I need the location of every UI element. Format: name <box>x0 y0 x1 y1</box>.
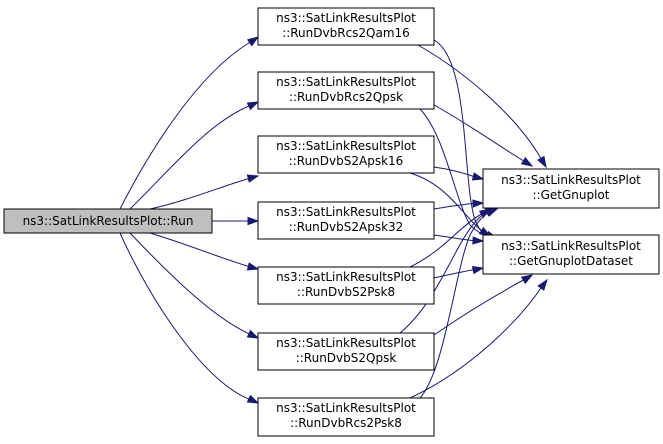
node-getgnuplotdataset-label-0: ns3::SatLinkResultsPlot <box>501 239 641 253</box>
edge-line <box>433 268 479 279</box>
node-getgnuplot-label-1: ::GetGnuplot <box>533 188 610 202</box>
edge-arrowhead <box>246 262 260 271</box>
edge-line <box>149 232 255 269</box>
node-run-label-0: ns3::SatLinkResultsPlot::Run <box>23 214 194 228</box>
edge-arrowhead <box>246 174 260 183</box>
node-rundvbs2psk8-label-0: ns3::SatLinkResultsPlot <box>276 270 416 284</box>
node-rundvbs2apsk32-label-1: ::RunDvbS2Apsk32 <box>289 220 404 234</box>
edge-line <box>409 284 544 399</box>
node-getgnuplot-label-0: ns3::SatLinkResultsPlot <box>501 173 641 187</box>
edge-arrowhead <box>537 278 548 291</box>
edge-arrowhead <box>246 394 260 404</box>
node-rundvbrcs2psk8[interactable]: ns3::SatLinkResultsPlot ::RunDvbRcs2Psk8 <box>257 397 435 437</box>
edge-line <box>119 39 255 210</box>
node-rundvbrcs2qam16-label-0: ns3::SatLinkResultsPlot <box>276 11 416 25</box>
node-run[interactable]: ns3::SatLinkResultsPlot::Run <box>3 208 213 234</box>
edge-arrowhead <box>471 172 485 181</box>
node-rundvbs2qpsk-label-0: ns3::SatLinkResultsPlot <box>276 336 416 350</box>
node-rundvbs2qpsk[interactable]: ns3::SatLinkResultsPlot ::RunDvbS2Qpsk <box>257 332 435 371</box>
edge-arrowhead <box>472 236 485 245</box>
node-rundvbs2qpsk-label-1: ::RunDvbS2Qpsk <box>296 351 397 365</box>
node-rundvbrcs2psk8-label-1: ::RunDvbRcs2Psk8 <box>290 416 402 430</box>
edge-run-to-rcs2qpsk <box>129 101 260 210</box>
node-getgnuplotdataset-label-1: ::GetGnuplotDataset <box>509 254 633 268</box>
edge-rcs2qpsk-to-getgnuplot <box>433 104 534 167</box>
node-rundvbs2apsk16-label-0: ns3::SatLinkResultsPlot <box>276 139 416 153</box>
edge-run-to-s2apsk32 <box>212 216 260 226</box>
edge-line <box>409 172 486 234</box>
edge-line <box>433 166 479 179</box>
edge-s2apsk32-to-getgnuplot <box>433 199 485 210</box>
edge-line <box>409 211 486 268</box>
edge-line <box>149 176 255 210</box>
edge-line <box>417 44 544 163</box>
edge-arrowhead <box>246 36 260 47</box>
node-getgnuplot[interactable]: ns3::SatLinkResultsPlot ::GetGnuplot <box>482 168 660 209</box>
edge-line <box>129 103 255 210</box>
node-rundvbs2psk8-label-1: ::RunDvbS2Psk8 <box>297 285 395 299</box>
edge-arrowhead <box>520 274 534 285</box>
node-rundvbrcs2qpsk-label-0: ns3::SatLinkResultsPlot <box>276 75 416 89</box>
edge-arrowhead <box>520 156 534 167</box>
edge-run-to-s2apsk16 <box>149 174 260 210</box>
edge-run-to-rcs2qam16 <box>119 36 260 210</box>
node-rundvbs2psk8[interactable]: ns3::SatLinkResultsPlot ::RunDvbS2Psk8 <box>257 266 435 305</box>
edge-rcs2psk8-to-getgnuplot <box>419 208 499 399</box>
node-rundvbrcs2qam16-label-1: ::RunDvbRcs2Qam16 <box>282 26 410 40</box>
edge-s2apsk32-to-getgnuplotdataset <box>433 234 485 245</box>
node-rundvbrcs2qpsk[interactable]: ns3::SatLinkResultsPlot ::RunDvbRcs2Qpsk <box>257 71 435 110</box>
edge-line <box>433 277 528 336</box>
node-rundvbrcs2qam16[interactable]: ns3::SatLinkResultsPlot ::RunDvbRcs2Qam1… <box>257 7 435 46</box>
node-getgnuplotdataset[interactable]: ns3::SatLinkResultsPlot ::GetGnuplotData… <box>482 234 660 275</box>
edge-line <box>119 232 255 402</box>
edge-arrowhead <box>537 155 547 169</box>
edge-arrowhead <box>472 199 485 208</box>
node-rundvbs2apsk16-label-1: ::RunDvbS2Apsk16 <box>289 154 404 168</box>
edge-arrowhead <box>246 101 260 111</box>
edge-line <box>433 234 479 242</box>
edge-run-to-s2psk8 <box>149 232 260 271</box>
node-rundvbrcs2psk8-label-0: ns3::SatLinkResultsPlot <box>276 401 416 415</box>
edge-rcs2psk8-to-getgnuplotdataset <box>409 278 548 399</box>
edge-run-to-s2qpsk <box>129 232 260 339</box>
edge-s2psk8-to-getgnuplotdataset <box>433 265 485 279</box>
edge-line <box>129 232 255 337</box>
edge-run-to-rcs2psk8 <box>119 232 260 404</box>
node-rundvbs2apsk32[interactable]: ns3::SatLinkResultsPlot ::RunDvbS2Apsk32 <box>257 201 435 240</box>
edge-arrowhead <box>485 208 499 217</box>
edge-rcs2qam16-to-getgnuplot <box>417 44 547 169</box>
node-rundvbs2apsk32-label-0: ns3::SatLinkResultsPlot <box>276 205 416 219</box>
edge-s2qpsk-to-getgnuplotdataset <box>433 274 534 336</box>
edge-arrowhead <box>471 265 485 275</box>
node-rundvbs2apsk16[interactable]: ns3::SatLinkResultsPlot ::RunDvbS2Apsk16 <box>257 135 435 174</box>
node-rundvbrcs2qpsk-label-1: ::RunDvbRcs2Qpsk <box>289 90 403 104</box>
edge-line <box>433 104 528 164</box>
edge-arrowhead <box>247 216 260 226</box>
edge-line <box>419 210 492 399</box>
edge-s2apsk16-to-getgnuplot <box>433 166 485 181</box>
edge-arrowhead <box>246 329 260 339</box>
edge-layer <box>119 36 548 404</box>
